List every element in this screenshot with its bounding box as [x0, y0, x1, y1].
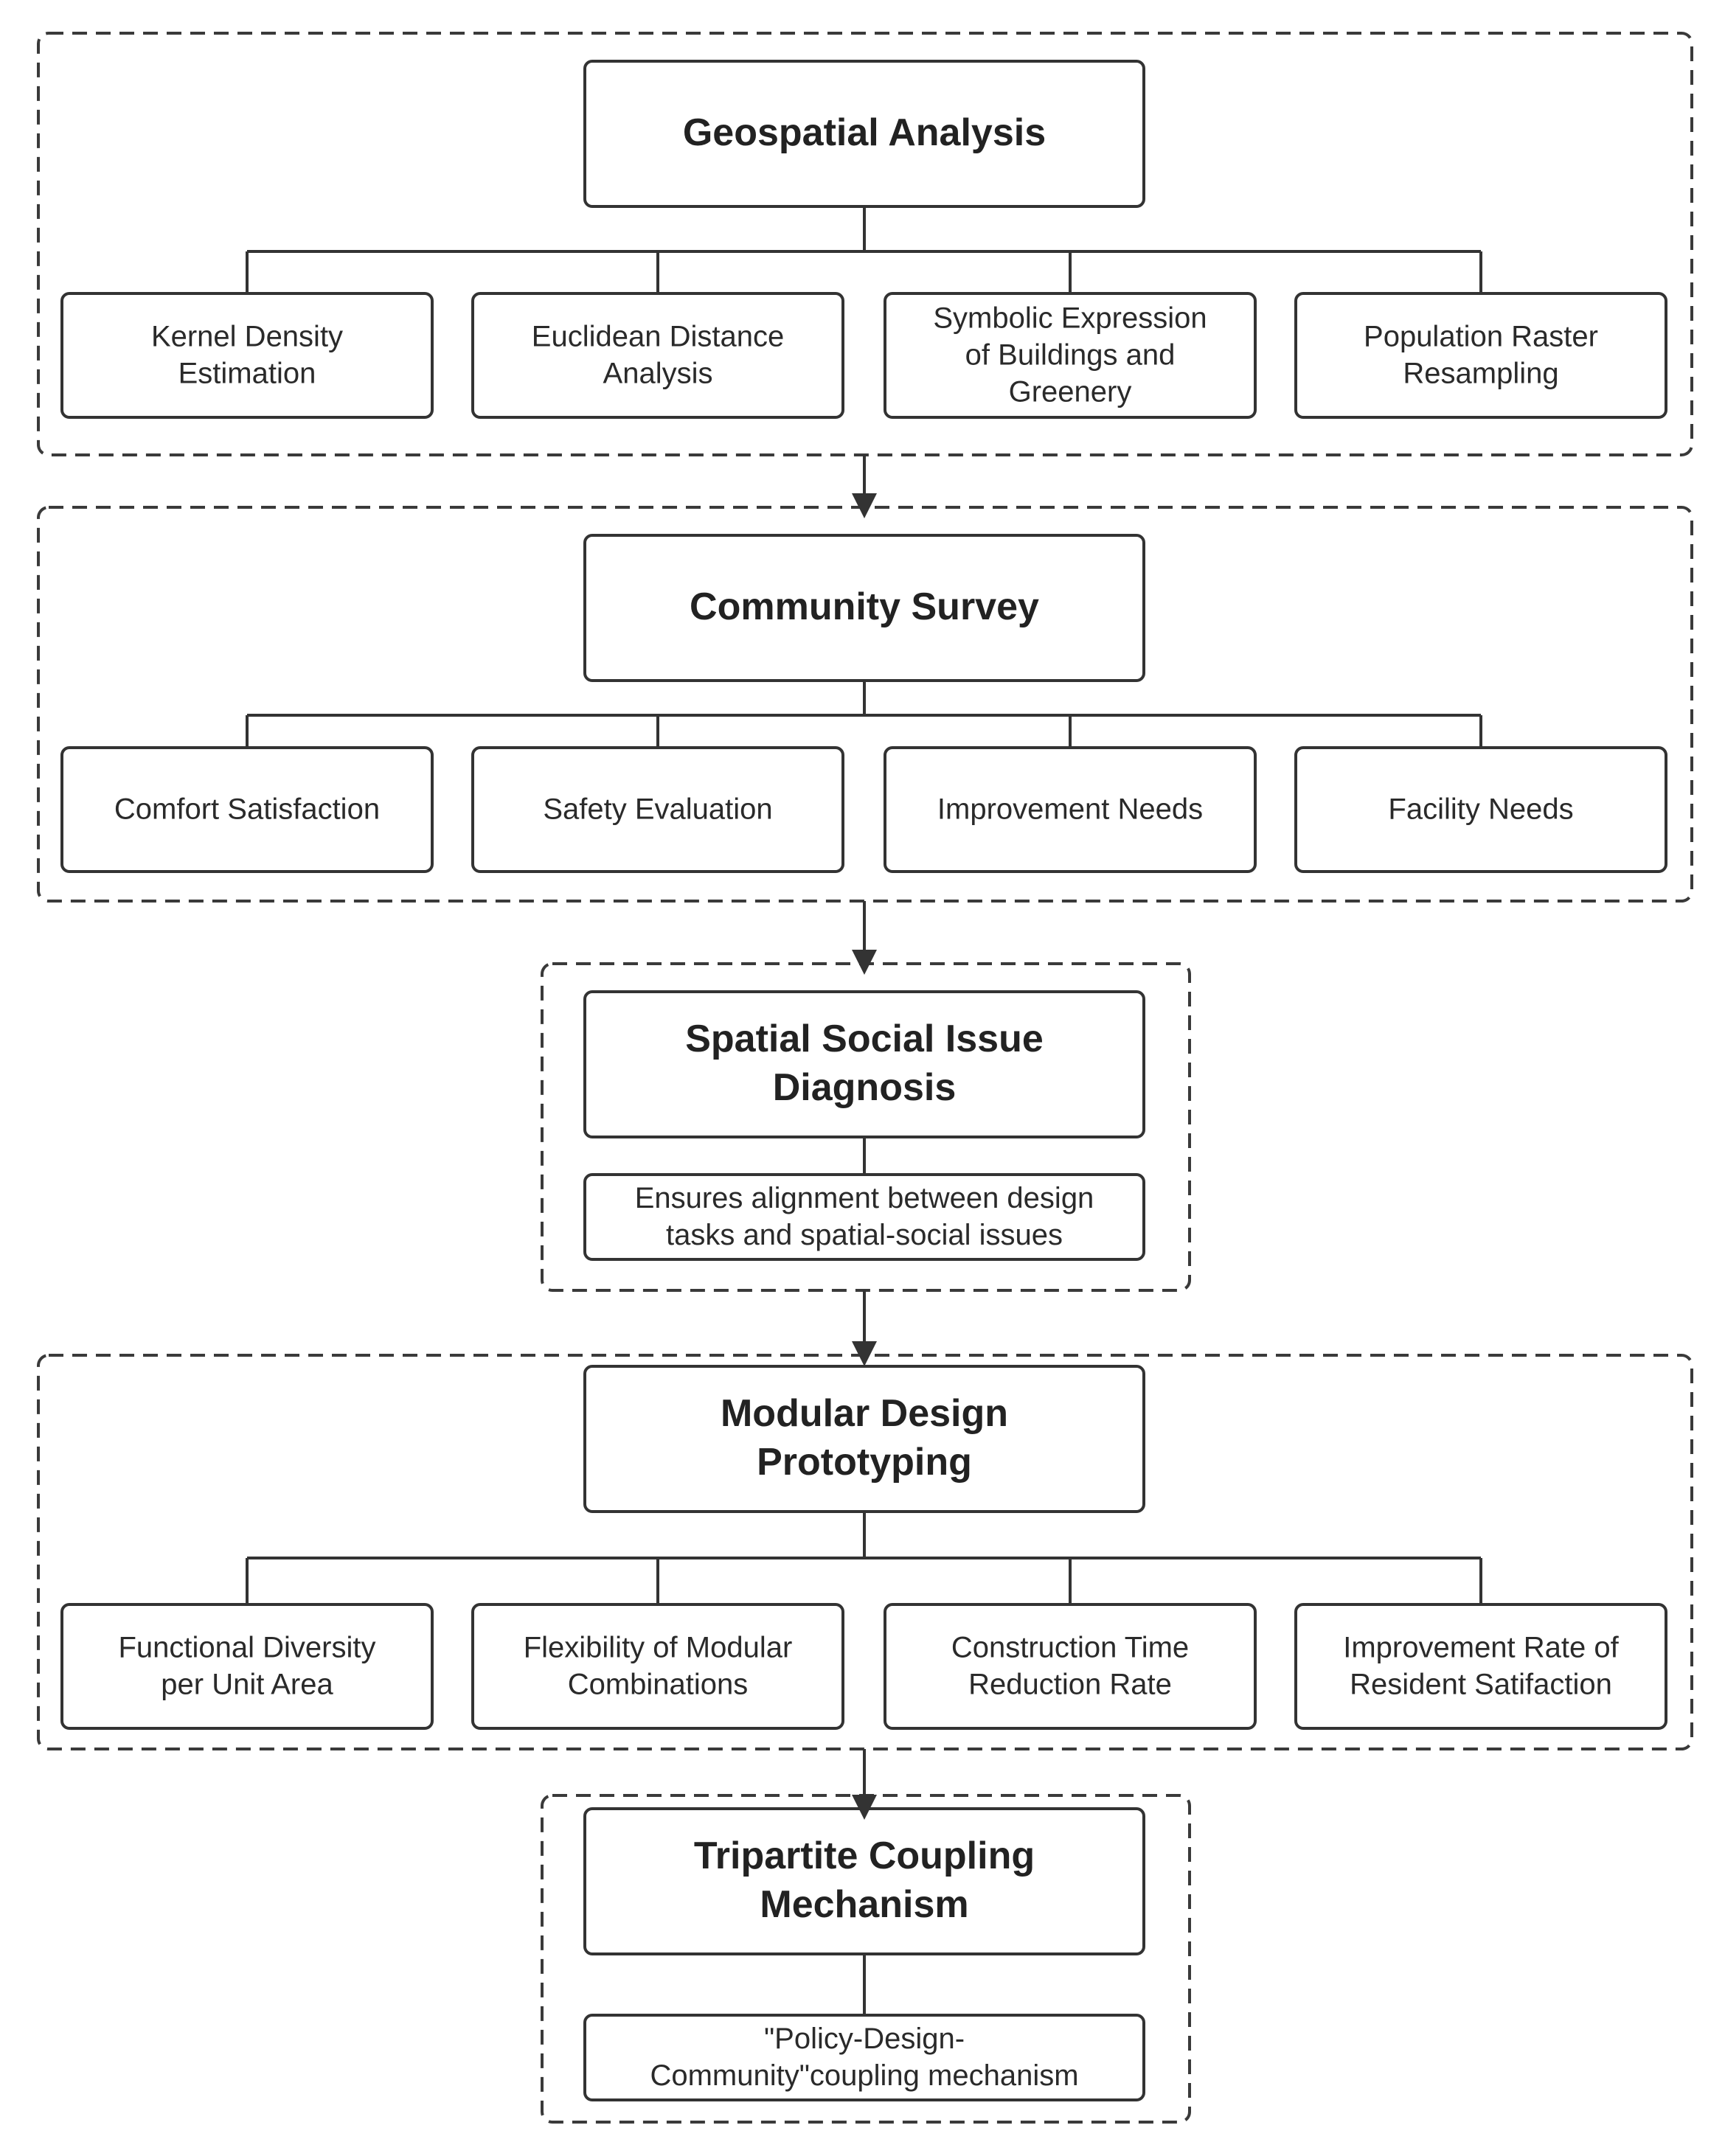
geospatial-analysis-title-line: Geospatial Analysis — [683, 111, 1046, 154]
sub-step-box — [884, 1603, 1257, 1730]
sub-step-label-line: Resident Satifaction — [1350, 1669, 1612, 1701]
tripartite-coupling-mechanism-title-line: Mechanism — [760, 1883, 968, 1926]
sub-step-label: Improvement Needs — [937, 793, 1203, 826]
sub-step-box — [60, 292, 434, 419]
sub-step-label-line: Greenery — [1009, 376, 1132, 408]
tripartite-coupling-mechanism-title-line: Tripartite Coupling — [694, 1835, 1035, 1877]
sub-step-box — [583, 2014, 1145, 2101]
sub-step-label: Functional Diversity per Unit Area — [118, 1632, 375, 1701]
sub-step-box — [60, 746, 434, 873]
sub-step-label: Improvement Rate of Resident Satifaction — [1343, 1632, 1619, 1701]
tripartite-coupling-mechanism-box — [583, 1807, 1145, 1955]
sub-step-label-line: Population Raster — [1364, 321, 1598, 353]
sub-step-box — [1294, 292, 1667, 419]
sub-step-label-line: Improvement Rate of — [1343, 1632, 1619, 1664]
sub-step-label: Facility Needs — [1388, 793, 1573, 826]
sub-step-box — [1294, 746, 1667, 873]
sub-step-label-line: per Unit Area — [161, 1669, 333, 1701]
sub-step-label-line: tasks and spatial-social issues — [666, 1219, 1063, 1251]
sub-step-label-line: Resampling — [1403, 358, 1558, 390]
sub-step-box — [471, 1603, 844, 1730]
sub-step-box — [471, 292, 844, 419]
sub-step-label-line: Combinations — [568, 1669, 749, 1701]
sub-step-label-line: Analysis — [603, 358, 713, 390]
community-survey-title: Community Survey — [690, 585, 1039, 628]
geospatial-analysis-title: Geospatial Analysis — [683, 111, 1046, 154]
sub-step-label-line: Ensures alignment between design — [635, 1182, 1094, 1214]
sub-step-label: Comfort Satisfaction — [114, 793, 380, 826]
sub-step-label-line: Safety Evaluation — [543, 793, 772, 826]
sub-step-label-line: Euclidean Distance — [532, 321, 784, 353]
modular-design-prototyping-box — [583, 1365, 1145, 1513]
spatial-social-issue-diagnosis-title-line: Diagnosis — [773, 1066, 957, 1109]
sub-step-label-line: Construction Time — [951, 1632, 1189, 1664]
sub-step-label-line: Community"coupling mechanism — [650, 2059, 1078, 2092]
sub-step-box — [583, 1173, 1145, 1261]
sub-step-label-line: Improvement Needs — [937, 793, 1203, 826]
spatial-social-issue-diagnosis-title-line: Spatial Social Issue — [685, 1018, 1044, 1060]
sub-step-box — [884, 292, 1257, 419]
sub-step-label: "Policy-Design- Community"coupling mechan… — [650, 2023, 1078, 2092]
sub-step-label-line: Facility Needs — [1388, 793, 1573, 826]
sub-step-label-line: Symbolic Expression — [933, 302, 1207, 335]
sub-step-label-line: "Policy-Design- — [764, 2023, 965, 2055]
sub-step-label-line: Flexibility of Modular — [524, 1632, 793, 1664]
sub-step-label-line: Comfort Satisfaction — [114, 793, 380, 826]
sub-step-label: Safety Evaluation — [543, 793, 772, 826]
sub-step-box — [1294, 1603, 1667, 1730]
sub-step-box — [471, 746, 844, 873]
modular-design-prototyping-title-line: Prototyping — [757, 1441, 972, 1484]
sub-step-label-line: Reduction Rate — [968, 1669, 1172, 1701]
sub-step-box — [884, 746, 1257, 873]
sub-step-box — [60, 1603, 434, 1730]
modular-design-prototyping-title-line: Modular Design — [721, 1392, 1008, 1435]
sub-step-label: Ensures alignment between design tasks an… — [635, 1182, 1094, 1251]
sub-step-label-line: Functional Diversity — [118, 1632, 375, 1664]
community-survey-title-line: Community Survey — [690, 585, 1039, 628]
sub-step-label-line: Estimation — [178, 358, 316, 390]
sub-step-label-line: Kernel Density — [151, 321, 343, 353]
spatial-social-issue-diagnosis-box — [583, 990, 1145, 1138]
sub-step-label-line: of Buildings and — [965, 339, 1176, 372]
